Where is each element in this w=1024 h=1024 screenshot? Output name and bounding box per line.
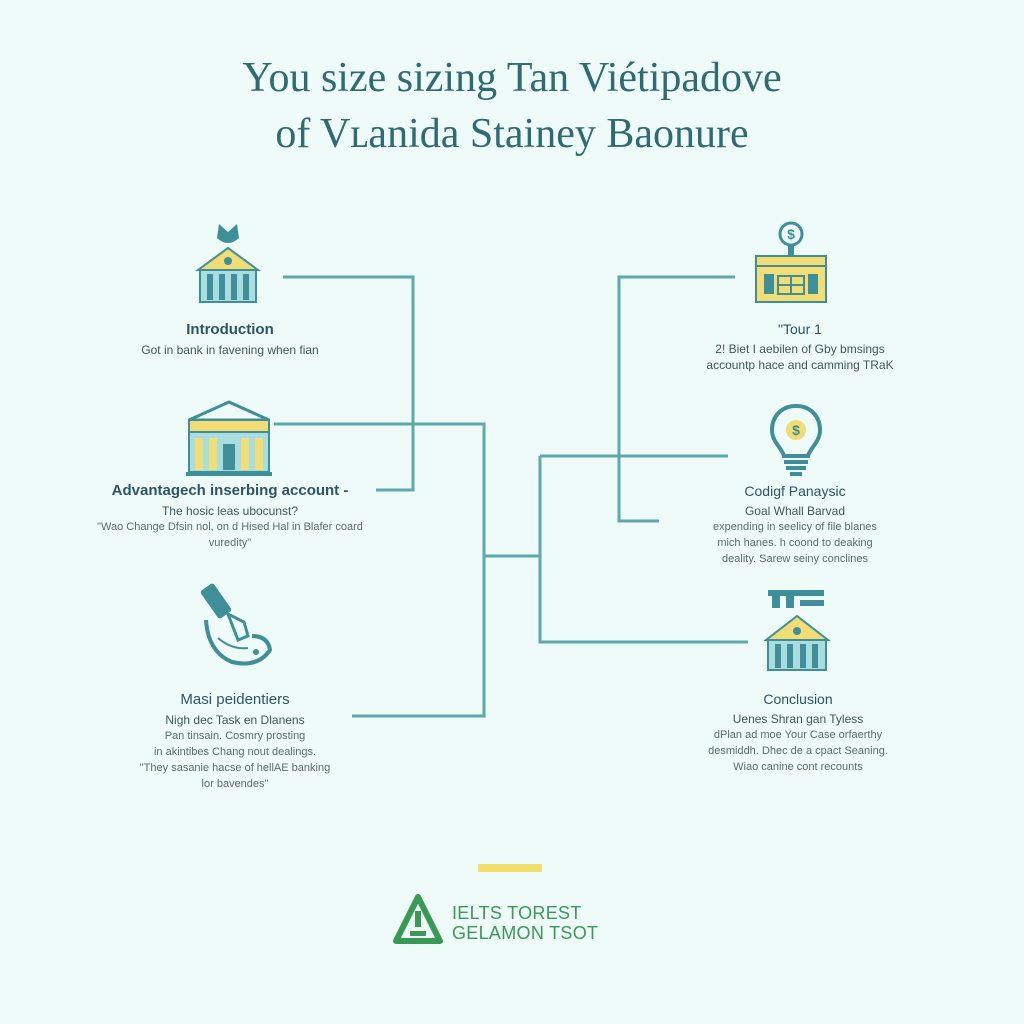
disadvantages-text-5: lor bavendes" [201, 778, 269, 790]
bank-columns-icon [186, 400, 272, 476]
intro-heading: Introduction [186, 321, 274, 338]
connector-advantages [274, 422, 486, 718]
conclusion-text-2: dPlan ad moe Your Case orfaerthy [713, 729, 883, 741]
advantages-heading: Advantagech inserbing account - [111, 482, 349, 499]
hand-card-icon [200, 583, 273, 666]
bank-building-icon [194, 224, 262, 303]
tour-block: "Tour 1 2! Biet I aebilen of Gby bmsings… [660, 321, 940, 373]
advantages-block: Advantagech inserbing account - The hosi… [60, 482, 400, 551]
disadvantages-text-4: "They sasanie hacse of hellAE banking [139, 762, 331, 774]
svg-text:$: $ [792, 422, 800, 438]
analysis-text-2: expending in seelicy of file blanes [713, 521, 877, 533]
conclusion-text-1: Uenes Shran gan Tyless [732, 712, 864, 726]
bank-key-icon [763, 590, 831, 671]
brand-line-1: IELTS TOREST [452, 903, 582, 923]
connector-tour [617, 275, 735, 523]
conclusion-text-4: Wiao canine cont recounts [733, 761, 863, 773]
page-title: You size sizing Tan Viétipadove of Vʟani… [0, 50, 1024, 162]
analysis-text-3: mich hanes. h coond to deaking [717, 537, 873, 549]
analysis-block: Codigf Panaysic Goal Whall Barvad expend… [670, 483, 920, 567]
title-line-2: of Vʟanida Stainey Baonure [275, 111, 749, 157]
title-line-1: You size sizing Tan Viétipadove [242, 55, 782, 101]
tour-text-1: 2! Biet I aebilen of Gby bmsings [715, 342, 885, 356]
intro-text: Got in bank in favening when fian [141, 343, 319, 357]
tour-text-2: accountp hace and camming TRaK [706, 358, 894, 372]
accent-bar [478, 864, 542, 872]
advantages-text-3: vuredity" [208, 537, 252, 549]
triangle-logo-icon [393, 894, 443, 944]
lightbulb-money-icon: $ [769, 403, 823, 476]
conclusion-block: Conclusion Uenes Shran gan Tyless dPlan … [668, 691, 928, 775]
advantages-text-2: "Wao Change Dfsin nol, on d Hised Hal in… [97, 521, 363, 533]
disadvantages-text-1: Nigh dec Task en Dlanens [165, 713, 305, 727]
analysis-text-4: deality. Sarew seiny conclines [722, 553, 868, 565]
advantages-text-1: The hosic leas ubocunst? [161, 504, 299, 518]
brand-name: IELTS TOREST GELAMON TSOT [452, 903, 598, 943]
money-building-icon: $ [755, 221, 827, 303]
disadvantages-text-3: in akintibes Chang nout dealings. [153, 746, 317, 758]
svg-text:$: $ [787, 226, 795, 242]
brand-line-2: GELAMON TSOT [452, 923, 599, 943]
intro-block: Introduction Got in bank in favening whe… [70, 321, 390, 358]
tour-heading: "Tour 1 [778, 321, 822, 337]
conclusion-heading: Conclusion [763, 691, 833, 707]
connector-intro [283, 275, 415, 492]
analysis-heading: Codigf Panaysic [744, 483, 846, 499]
analysis-text-1: Goal Whall Barvad [744, 504, 846, 518]
connector-conclusion [538, 456, 748, 644]
disadvantages-block: Masi peidentiers Nigh dec Task en Dlanen… [100, 691, 370, 792]
conclusion-text-3: desmiddh. Dhec de a cpact Seaning. [708, 745, 888, 757]
disadvantages-text-2: Pan tinsain. Cosmry prosting [164, 730, 306, 742]
disadvantages-heading: Masi peidentiers [180, 691, 290, 708]
